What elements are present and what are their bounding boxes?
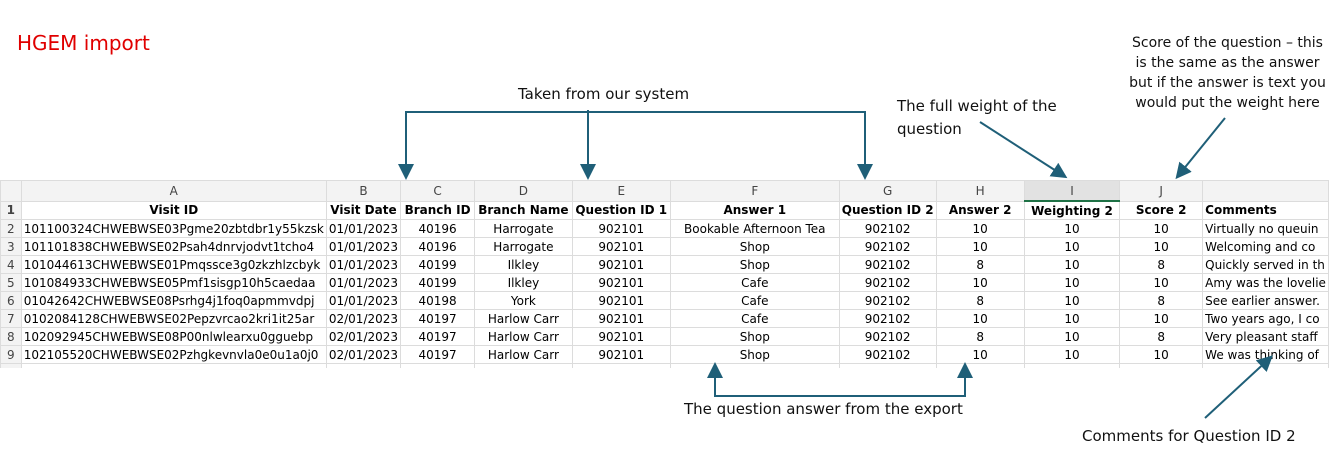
cell[interactable]: Question ID 1 [571,200,671,220]
column-header[interactable]: B [325,180,402,202]
page-title: HGEM import [17,31,150,55]
note-answer: The question answer from the export [684,400,963,418]
cell[interactable]: 10 [1119,309,1204,328]
cell[interactable]: We was thinking of [1202,345,1329,364]
cell[interactable]: Comments [1202,200,1329,220]
cell[interactable]: Branch Name [474,200,573,220]
cell[interactable]: Harlow Carr [474,327,573,346]
cell[interactable] [935,363,1025,368]
cell[interactable]: 40199 [400,255,476,274]
cell[interactable]: Very pleasant staff [1202,327,1329,346]
column-header[interactable] [1202,180,1329,202]
note-line: The full weight of the [897,97,1057,115]
cell[interactable]: Harlow Carr [474,345,573,364]
row-number[interactable]: 8 [0,327,22,346]
cell[interactable]: 40196 [400,219,476,238]
cell[interactable]: 01042642CHWEBWSE08Psrhg4j1foq0apmmvdpj [20,291,327,310]
cell[interactable]: 10 [1023,291,1121,310]
cell[interactable]: Welcoming and co [1202,237,1329,256]
cell[interactable]: Score 2 [1119,200,1204,220]
note-line: would put the weight here [1135,95,1320,111]
cell[interactable]: 902101 [571,273,671,292]
cell[interactable]: 02/01/2023 [325,345,402,364]
cell[interactable]: 902102 [838,345,937,364]
cell[interactable]: 0102084128CHWEBWSE02Pepzvrcao2kri1it25ar [20,309,327,328]
column-header[interactable]: J [1119,180,1204,202]
cell[interactable] [1119,363,1204,368]
arrow-comments [1204,355,1273,419]
cell[interactable]: 902102 [838,219,937,238]
cell[interactable]: Harlow Carr [474,309,573,328]
arrow-score [1175,117,1226,180]
note-comments: Comments for Question ID 2 [1082,427,1296,445]
cell[interactable]: 40197 [400,327,476,346]
row-number[interactable]: 1 [0,200,22,220]
cell[interactable]: Branch ID [400,200,476,220]
column-header[interactable]: E [571,180,671,202]
cell[interactable]: Question ID 2 [838,200,937,220]
cell[interactable]: Weighting 2 [1023,200,1121,220]
cell[interactable]: 902101 [571,327,671,346]
cell[interactable]: Ilkley [474,255,573,274]
note-line: but if the answer is text you [1129,75,1326,91]
cell[interactable]: See earlier answer. [1202,291,1329,310]
note-score: Score of the question – this is the same… [1115,33,1329,113]
cell[interactable]: 40197 [400,345,476,364]
cell[interactable]: 01/01/2023 [325,255,402,274]
note-line: is the same as the answer [1135,55,1320,71]
note-line: Score of the question – this [1132,35,1323,51]
cell[interactable] [400,363,476,368]
column-header[interactable]: F [669,180,840,202]
cell[interactable]: 10 [1023,219,1121,238]
cell[interactable]: 10 [935,309,1025,328]
table-row: 10 [0,363,1329,368]
cell[interactable] [571,363,671,368]
row-number[interactable]: 5 [0,273,22,292]
cell[interactable]: 902102 [838,291,937,310]
column-header[interactable]: H [935,180,1025,202]
cell[interactable] [325,363,402,368]
cell[interactable]: 01/01/2023 [325,237,402,256]
row-number[interactable]: 9 [0,345,22,364]
cell[interactable]: Ilkley [474,273,573,292]
cell[interactable]: 101100324CHWEBWSE03Pgme20zbtdbr1y55kzsk [20,219,327,238]
cell[interactable]: 10 [1119,219,1204,238]
column-header[interactable]: A [20,180,327,202]
cell[interactable]: 10 [1023,255,1121,274]
cell[interactable]: Shop [669,327,840,346]
cell[interactable]: Visit Date [325,200,402,220]
cell[interactable] [669,363,840,368]
bracket-system [405,111,873,180]
note-line: question [897,120,962,138]
cell[interactable]: 01/01/2023 [325,219,402,238]
column-header[interactable]: C [400,180,476,202]
note-weight: The full weight of the question [897,95,1057,141]
column-header[interactable]: I [1023,180,1121,202]
arrow-weight [979,121,1068,179]
cell[interactable]: 902102 [838,309,937,328]
column-header[interactable]: G [838,180,937,202]
cell[interactable]: Bookable Afternoon Tea [669,219,840,238]
bracket-answer [714,362,973,397]
row-number[interactable]: 2 [0,219,22,238]
cell[interactable]: 40199 [400,273,476,292]
row-number[interactable]: 4 [0,255,22,274]
cell[interactable]: 101084933CHWEBWSE05Pmf1sisgp10h5caedaa [20,273,327,292]
cell[interactable]: 02/01/2023 [325,309,402,328]
note-system: Taken from our system [518,85,690,103]
cell[interactable]: 902101 [571,345,671,364]
column-header[interactable]: D [474,180,573,202]
